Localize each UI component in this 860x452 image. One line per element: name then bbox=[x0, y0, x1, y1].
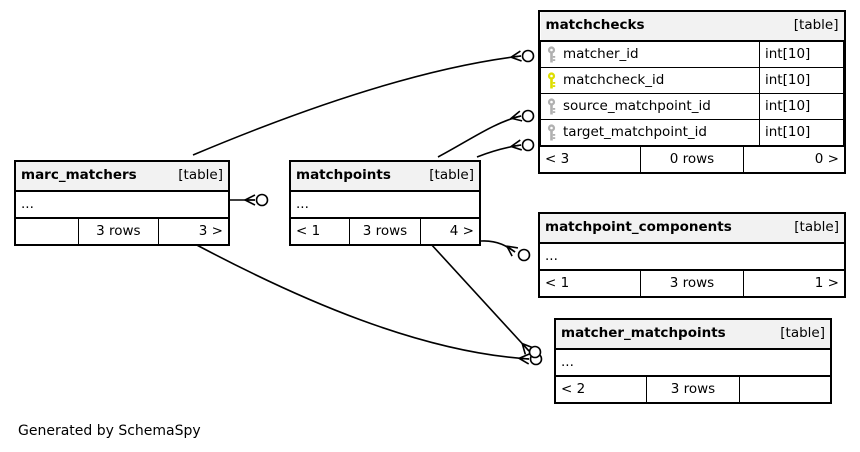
edge-marc_matchers-matcher_matchpoints bbox=[192, 242, 543, 366]
column-name: target_matchpoint_id bbox=[563, 123, 707, 140]
column-cell: matchcheck_id bbox=[540, 67, 760, 94]
table-title: matchchecks bbox=[540, 12, 760, 42]
table-node-matchpoints[interactable]: matchpoints [table] ... < 1 3 rows 4 > bbox=[289, 160, 481, 246]
column-type: int[10] bbox=[759, 119, 844, 146]
columns-ellipsis: ... bbox=[556, 348, 830, 376]
columns-ellipsis: ... bbox=[540, 242, 844, 270]
footer-child-count: 4 > bbox=[419, 218, 479, 244]
table-row[interactable]: matcher_id int[10] bbox=[540, 40, 844, 68]
footer-child-count bbox=[739, 376, 830, 402]
table-header-matcher_matchpoints: matcher_matchpoints [table] bbox=[556, 320, 830, 350]
columns-ellipsis: ... bbox=[16, 190, 228, 218]
column-name: matchcheck_id bbox=[563, 71, 665, 88]
column-type: int[10] bbox=[759, 93, 844, 120]
footer-parent-count bbox=[16, 218, 80, 244]
table-row[interactable]: source_matchpoint_id int[10] bbox=[540, 93, 844, 120]
table-header-marc_matchers: marc_matchers [table] bbox=[16, 162, 228, 192]
table-tag: [table] bbox=[759, 12, 844, 42]
column-type: int[10] bbox=[759, 67, 844, 94]
table-node-matcher_matchpoints[interactable]: matcher_matchpoints [table] ... < 2 3 ro… bbox=[554, 318, 832, 404]
table-footer-matchpoint_components: < 1 3 rows 1 > bbox=[540, 270, 844, 296]
table-title: matchpoint_components bbox=[540, 214, 764, 244]
table-header-matchchecks: matchchecks [table] bbox=[540, 12, 844, 42]
column-name: source_matchpoint_id bbox=[563, 97, 711, 114]
table-title: marc_matchers bbox=[16, 162, 156, 192]
edge-marc_matchers-matchchecks bbox=[192, 49, 535, 156]
column-name: matcher_id bbox=[563, 45, 639, 62]
table-row-collapsed[interactable]: ... bbox=[540, 242, 844, 270]
table-tag: [table] bbox=[756, 320, 830, 350]
table-node-matchchecks[interactable]: matchchecks [table] bbox=[538, 10, 846, 174]
table-footer-matcher_matchpoints: < 2 3 rows bbox=[556, 376, 830, 402]
table-row-collapsed[interactable]: ... bbox=[16, 190, 228, 218]
footer-row-count: 0 rows bbox=[639, 146, 745, 172]
table-tag: [table] bbox=[407, 162, 479, 192]
edge-matchpoints-matcher_matchpoints bbox=[429, 242, 542, 359]
table-header-matchpoint_components: matchpoint_components [table] bbox=[540, 214, 844, 244]
table-node-matchpoint_components[interactable]: matchpoint_components [table] ... < 1 3 … bbox=[538, 212, 846, 298]
foreign-key-icon bbox=[546, 46, 559, 63]
table-node-marc_matchers[interactable]: marc_matchers [table] ... 3 rows 3 > bbox=[14, 160, 230, 246]
column-cell: matcher_id bbox=[540, 40, 760, 68]
primary-key-icon bbox=[546, 72, 559, 89]
footer-row-count: 3 rows bbox=[78, 218, 159, 244]
table-header-matchpoints: matchpoints [table] bbox=[291, 162, 479, 192]
edge-matchpoints-matchchecks-target bbox=[476, 138, 535, 158]
column-cell: source_matchpoint_id bbox=[540, 93, 760, 120]
footer-row-count: 3 rows bbox=[639, 270, 745, 296]
table-row[interactable]: matchcheck_id int[10] bbox=[540, 67, 844, 94]
columns-ellipsis: ... bbox=[291, 190, 479, 218]
table-title: matchpoints bbox=[291, 162, 407, 192]
table-row-collapsed[interactable]: ... bbox=[556, 348, 830, 376]
footer-child-count: 1 > bbox=[743, 270, 844, 296]
footer-child-count: 3 > bbox=[157, 218, 228, 244]
foreign-key-icon bbox=[546, 124, 559, 141]
table-row[interactable]: target_matchpoint_id int[10] bbox=[540, 119, 844, 146]
footer-parent-count: < 1 bbox=[540, 270, 641, 296]
table-tag: [table] bbox=[764, 214, 844, 244]
generated-by-label: Generated by SchemaSpy bbox=[18, 423, 201, 439]
footer-parent-count: < 2 bbox=[556, 376, 647, 402]
table-tag: [table] bbox=[156, 162, 228, 192]
table-title: matcher_matchpoints bbox=[556, 320, 756, 350]
edge-matchpoints-matchchecks-source bbox=[437, 109, 535, 158]
table-footer-matchpoints: < 1 3 rows 4 > bbox=[291, 218, 479, 244]
footer-child-count: 0 > bbox=[743, 146, 844, 172]
footer-row-count: 3 rows bbox=[645, 376, 741, 402]
foreign-key-icon bbox=[546, 98, 559, 115]
table-footer-marc_matchers: 3 rows 3 > bbox=[16, 218, 228, 244]
table-row-collapsed[interactable]: ... bbox=[291, 190, 479, 218]
footer-parent-count: < 1 bbox=[291, 218, 351, 244]
table-footer-matchchecks: < 3 0 rows 0 > bbox=[540, 146, 844, 172]
edge-marc_matchers-matchpoints bbox=[230, 193, 269, 207]
footer-parent-count: < 3 bbox=[540, 146, 641, 172]
column-cell: target_matchpoint_id bbox=[540, 119, 760, 146]
column-type: int[10] bbox=[759, 40, 844, 68]
edge-matchpoints-matchpoint_components bbox=[480, 240, 531, 262]
footer-row-count: 3 rows bbox=[349, 218, 421, 244]
